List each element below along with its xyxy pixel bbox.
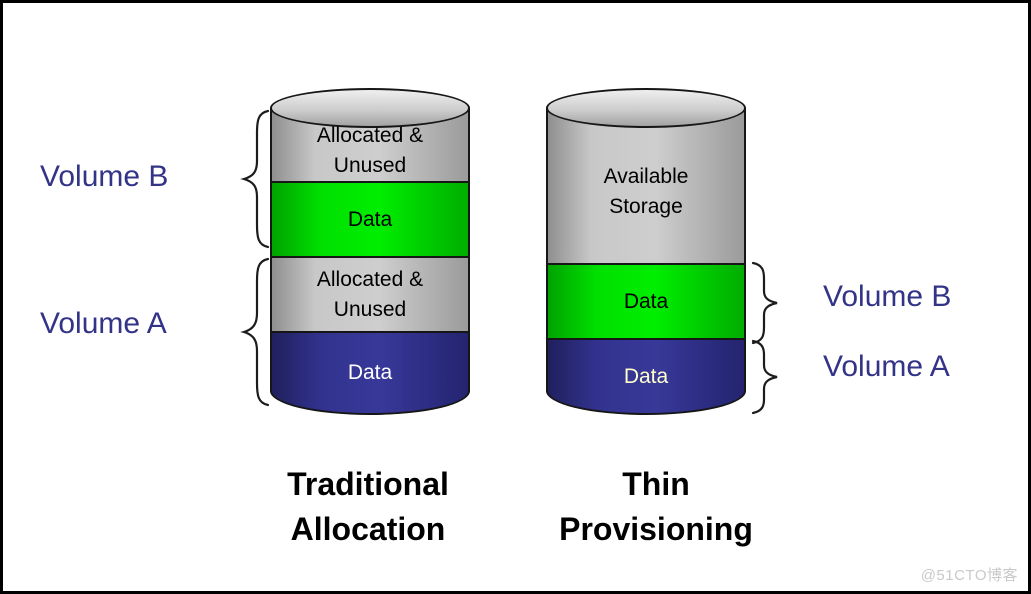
traditional-allocated-unused-lower: Allocated & Unused	[270, 258, 470, 333]
volume-b-brace-right	[751, 261, 778, 345]
traditional-data-volume-a: Data	[270, 333, 470, 415]
section-label: Allocated & Unused	[316, 123, 424, 177]
watermark: @51CTO博客	[920, 567, 1018, 584]
section-label: Data	[623, 289, 669, 313]
traditional-data-volume-b: Data	[270, 183, 470, 258]
thin-available-storage: Available Storage	[546, 108, 746, 265]
thin-provisioning-title: Thin Provisioning	[559, 466, 753, 547]
volume-a-label-left: Volume A	[40, 307, 167, 340]
volume-a-brace-left	[240, 257, 270, 407]
section-label: Data	[623, 364, 669, 388]
section-label: Allocated & Unused	[316, 267, 424, 321]
thin-cylinder: Available Storage Data Data	[546, 88, 746, 420]
cylinder-top-ellipse	[270, 88, 470, 128]
thin-data-volume-a: Data	[546, 340, 746, 415]
section-label: Data	[347, 361, 393, 384]
traditional-allocation-title: Traditional Allocation	[287, 466, 449, 547]
traditional-cylinder: Allocated & Unused Data Allocated & Unus…	[270, 88, 470, 420]
volume-a-brace-right	[751, 339, 778, 415]
volume-b-label-left: Volume B	[40, 160, 169, 193]
thin-data-volume-b: Data	[546, 265, 746, 340]
section-label: Data	[347, 207, 393, 231]
volume-b-label-right: Volume B	[823, 280, 952, 313]
volume-a-label-right: Volume A	[823, 350, 950, 383]
volume-b-brace-left	[240, 109, 270, 249]
section-label: Available Storage	[603, 164, 689, 218]
cylinder-top-ellipse	[546, 88, 746, 128]
